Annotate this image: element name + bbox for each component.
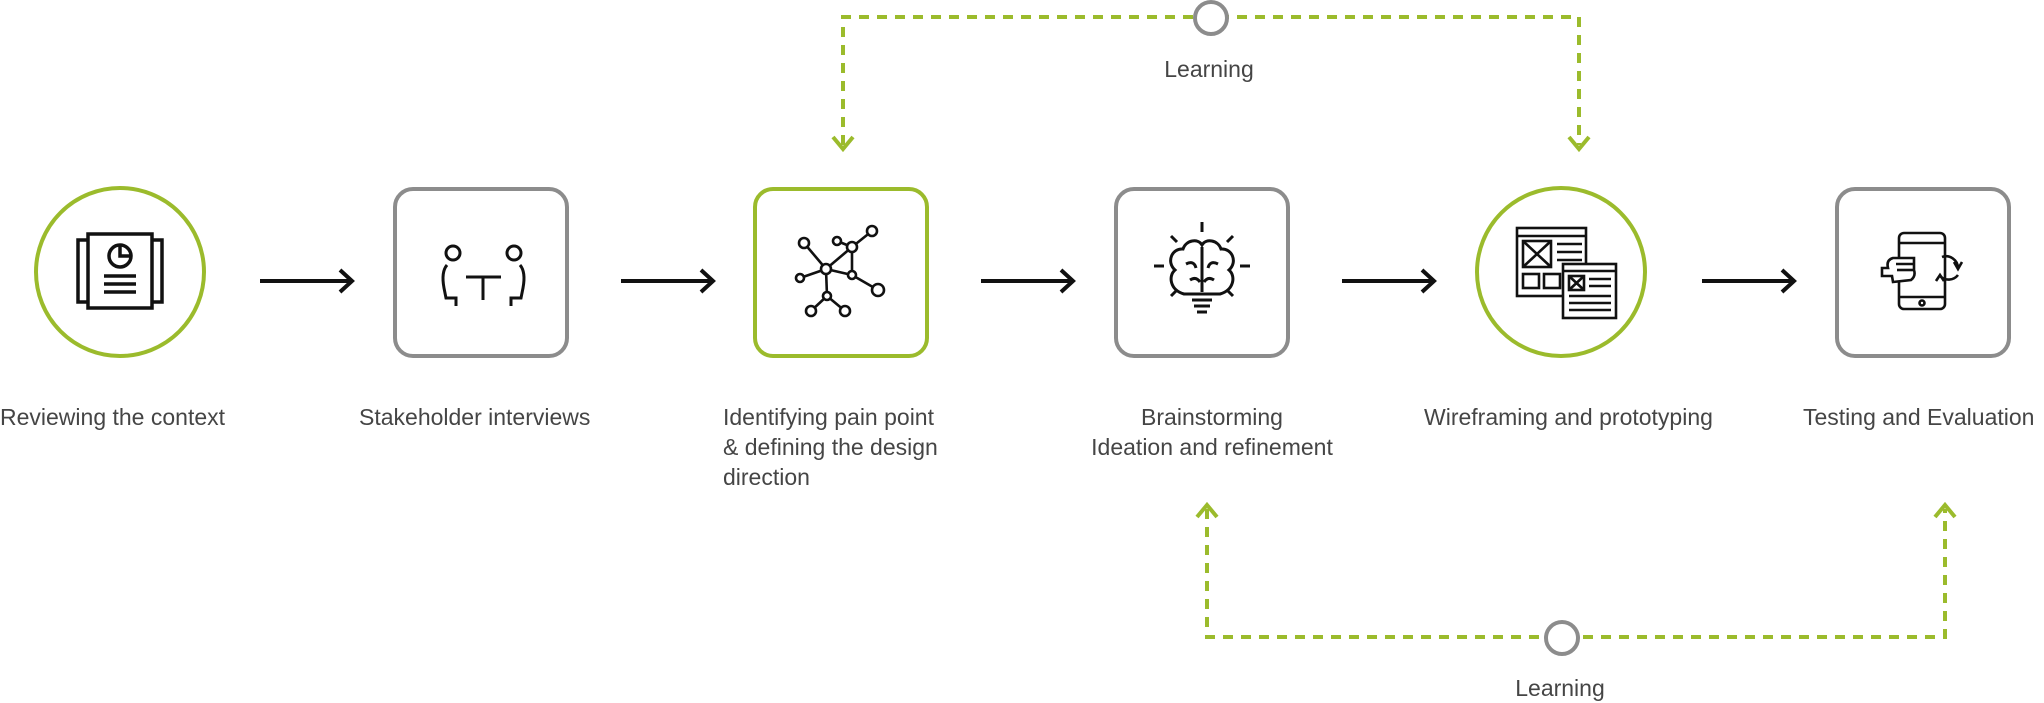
loop-node-circle bbox=[1544, 620, 1580, 656]
mobile-testing-icon bbox=[1880, 231, 1964, 311]
step-2-box bbox=[393, 187, 569, 358]
flow-arrow-icon bbox=[1342, 268, 1437, 294]
step-3-label: Identifying pain point & defining the de… bbox=[723, 402, 938, 492]
step-4-label: Brainstorming Ideation and refinement bbox=[1091, 402, 1333, 462]
loop-arrowhead-up-icon bbox=[1195, 501, 1219, 519]
loop-arrowhead-up-icon bbox=[1933, 501, 1957, 519]
step-3-label-line-1: Identifying pain point bbox=[723, 404, 934, 430]
wireframe-icon bbox=[1515, 226, 1618, 320]
step-5-label: Wireframing and prototyping bbox=[1424, 404, 1713, 430]
step-1-label: Reviewing the context bbox=[0, 404, 226, 430]
loop-top-label: Learning bbox=[1164, 56, 1254, 82]
flow-arrow-icon bbox=[260, 268, 355, 294]
flow-arrow-icon bbox=[981, 268, 1076, 294]
step-4-node bbox=[1114, 187, 1290, 358]
two-people-meeting-icon bbox=[441, 244, 526, 306]
flow-arrow-icon bbox=[1702, 268, 1797, 294]
step-5-node bbox=[1475, 186, 1647, 358]
report-document-icon bbox=[76, 232, 164, 310]
step-3-label-line-2: & defining the design bbox=[723, 434, 938, 460]
step-6-label: Testing and Evaluation bbox=[1803, 404, 2035, 430]
loop-arrowhead-down-icon bbox=[1567, 135, 1591, 153]
brain-lightbulb-icon bbox=[1154, 222, 1250, 314]
network-nodes-icon bbox=[794, 224, 886, 318]
step-6-node bbox=[1835, 187, 2011, 358]
flow-arrow-icon bbox=[621, 268, 716, 294]
step-1-node bbox=[34, 186, 206, 358]
loop-arrowhead-down-icon bbox=[831, 135, 855, 153]
step-2-node bbox=[393, 187, 569, 358]
step-4-label-line-1: Brainstorming bbox=[1141, 404, 1283, 430]
feedback-loop-bottom bbox=[1195, 501, 1957, 656]
feedback-loop-top bbox=[831, 0, 1591, 153]
step-3-label-line-3: direction bbox=[723, 464, 810, 490]
step-2-label: Stakeholder interviews bbox=[359, 404, 591, 430]
flow-arrows bbox=[260, 268, 1797, 294]
step-6-box bbox=[1835, 187, 2011, 358]
loop-bottom-label: Learning bbox=[1515, 675, 1605, 701]
step-4-label-line-2: Ideation and refinement bbox=[1091, 434, 1333, 460]
loop-node-circle bbox=[1193, 0, 1229, 36]
loop-dashed-line bbox=[1205, 509, 1947, 639]
step-3-node bbox=[753, 187, 929, 358]
